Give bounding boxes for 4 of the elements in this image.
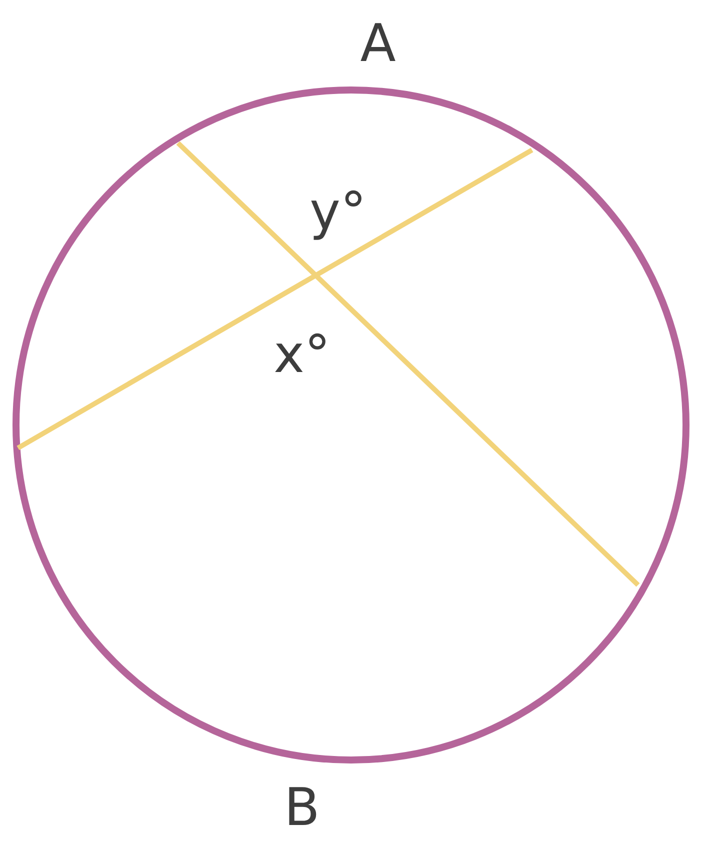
point-label: B bbox=[284, 782, 320, 834]
angle-label: y° bbox=[310, 186, 366, 238]
angle-label: x° bbox=[274, 329, 330, 381]
point-label: A bbox=[360, 18, 396, 70]
